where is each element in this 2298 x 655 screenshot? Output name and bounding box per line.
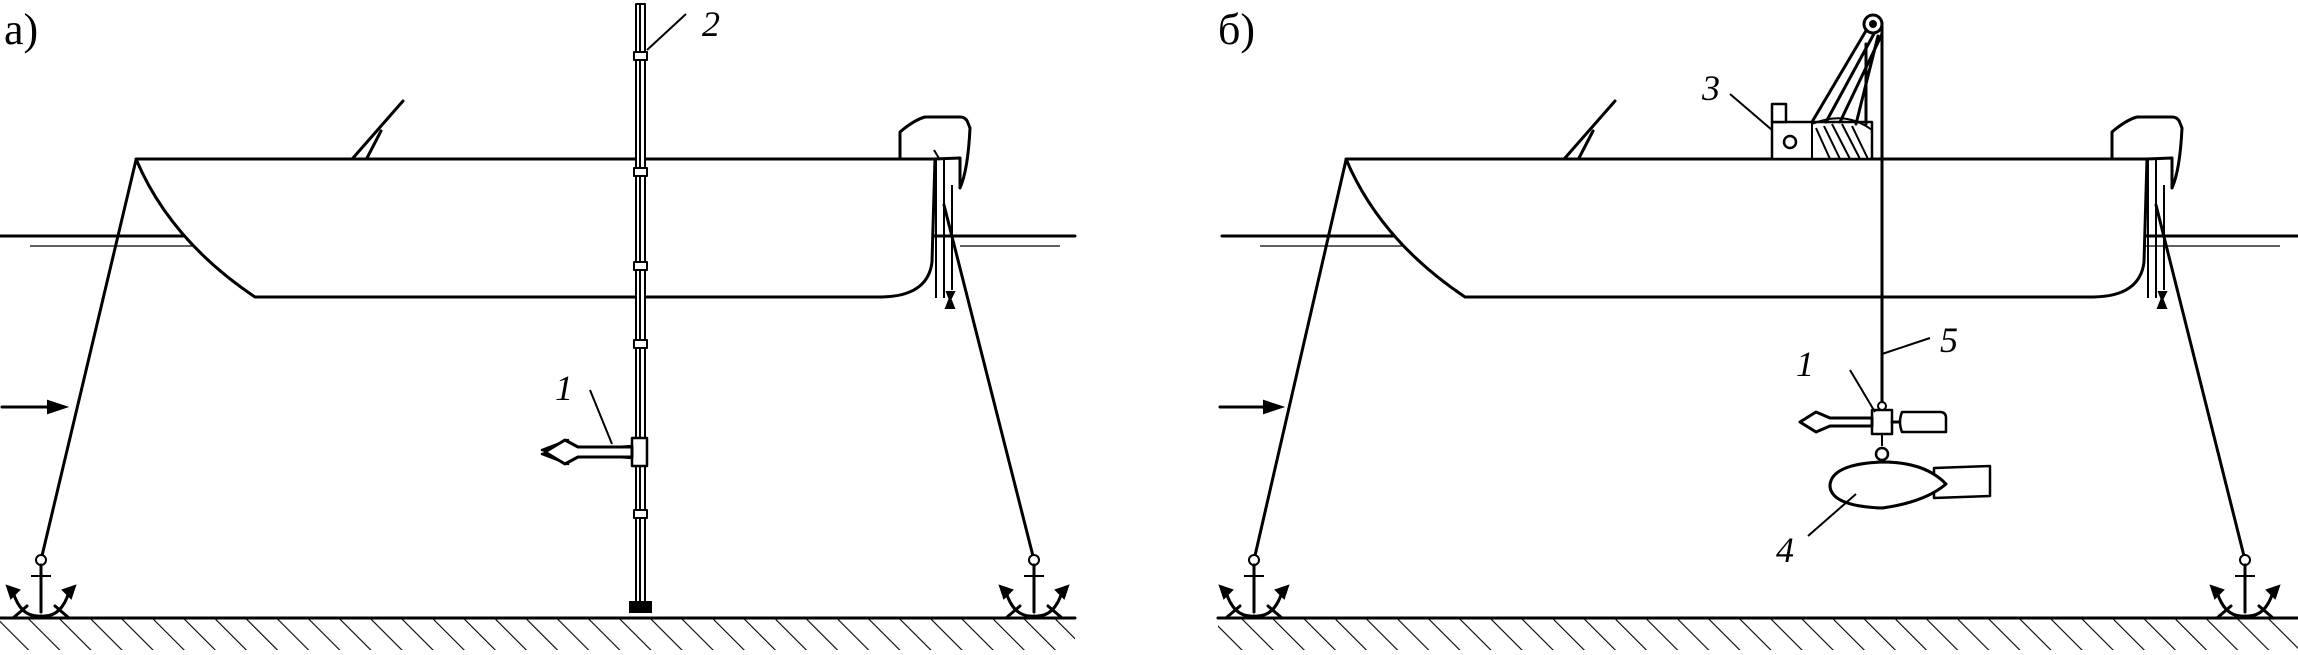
arrow-probe-icon: [1798, 401, 1948, 446]
flow-arrow-icon: [0, 399, 70, 415]
leader-2: [646, 13, 687, 51]
leader-4: [1807, 493, 1857, 537]
leader-1b: [1849, 369, 1876, 413]
davit-b: [2110, 115, 2184, 190]
leader-5: [1881, 337, 1931, 355]
flow-arrow-icon: [1218, 399, 1286, 415]
leader-3: [1729, 93, 1773, 131]
panel-b: б): [1216, 5, 2298, 650]
winch: [1770, 102, 1874, 161]
crane-boom: [1810, 13, 1884, 126]
leader-1a: [589, 389, 613, 445]
crane-arm-b: [1563, 99, 1617, 160]
crane-arm-a: [351, 99, 405, 160]
boat-hull-b: [1344, 157, 2149, 299]
anchor-icon: [998, 554, 1070, 620]
label-2: 2: [702, 4, 720, 44]
anchor-icon: [1218, 554, 1290, 620]
arrow-probe-icon: [540, 436, 649, 468]
label-1a: 1: [555, 368, 573, 408]
anchor-icon: [5, 554, 77, 620]
panel-label-b: б): [1218, 5, 1255, 54]
davit-a: [898, 115, 972, 190]
mooring-lines-b: [1252, 158, 2247, 562]
boat-hull-a: [134, 157, 937, 299]
label-5: 5: [1940, 320, 1958, 360]
anchor-icon: [2209, 554, 2281, 620]
seabed-a: [0, 616, 1077, 650]
mooring-lines-a: [39, 158, 1036, 562]
sinker-weight: [1828, 446, 1992, 510]
label-4: 4: [1776, 530, 1794, 570]
panel-a: а): [0, 3, 1077, 650]
label-3: 3: [1701, 68, 1720, 108]
seabed-b: [1216, 616, 2298, 650]
label-1b: 1: [1796, 344, 1814, 384]
panel-label-a: а): [4, 5, 38, 54]
measuring-mast: [629, 3, 652, 613]
